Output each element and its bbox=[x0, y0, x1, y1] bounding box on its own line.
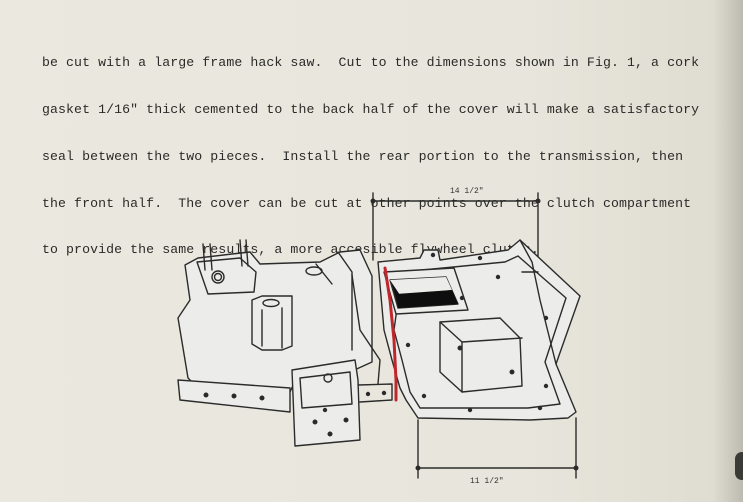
dimension-top bbox=[370, 192, 541, 261]
body-paragraph: be cut with a large frame hack saw. Cut … bbox=[42, 24, 742, 289]
body-line: seal between the two pieces. Install the… bbox=[42, 148, 684, 164]
page-edge-shadow bbox=[713, 0, 743, 502]
body-line: the front half. The cover can be cut at … bbox=[42, 195, 692, 211]
cut-line bbox=[383, 266, 398, 402]
body-line: gasket 1/16" thick cemented to the back … bbox=[42, 101, 700, 117]
binder-clip-mark bbox=[735, 452, 743, 480]
front-housing bbox=[177, 239, 393, 447]
body-line: be cut with a large frame hack saw. Cut … bbox=[42, 55, 700, 71]
dimension-bottom bbox=[415, 417, 579, 479]
dimension-top-label: 14 1/2" bbox=[450, 187, 484, 196]
rear-housing bbox=[377, 239, 581, 421]
dimension-bottom-label: 11 1/2" bbox=[470, 477, 504, 486]
